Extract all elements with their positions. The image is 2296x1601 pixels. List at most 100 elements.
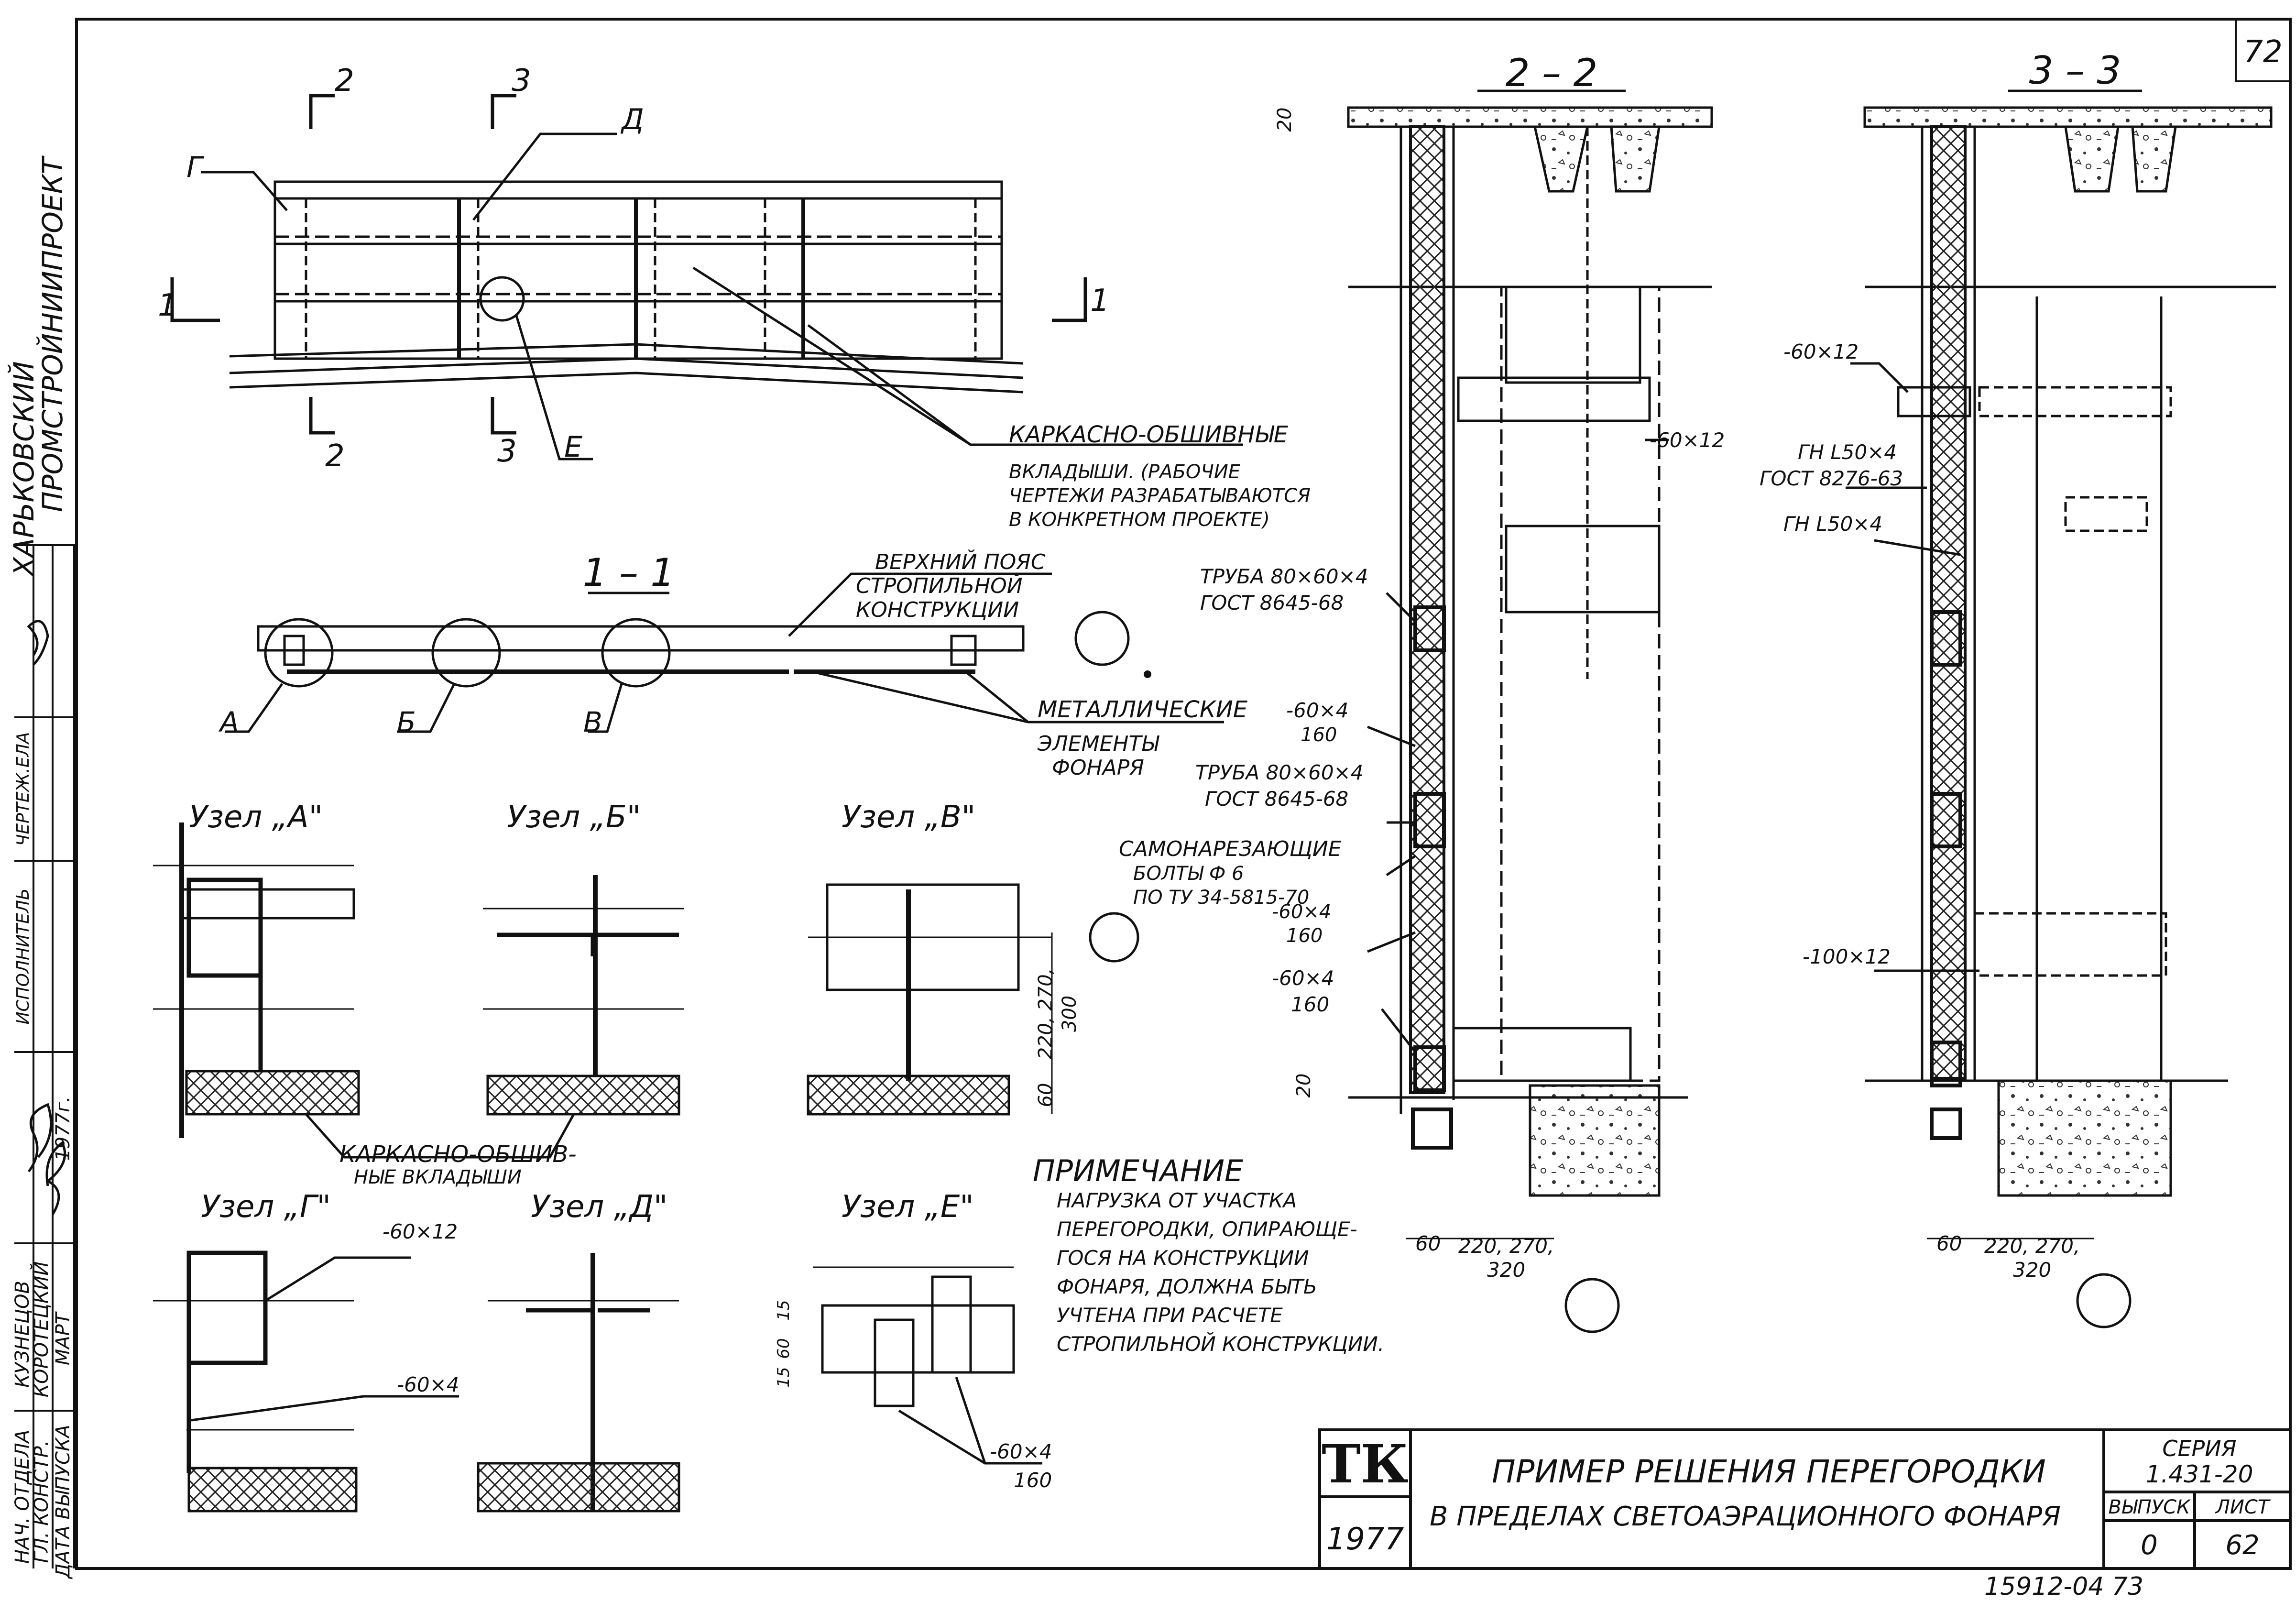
section-1-1-labels: 1 – 1 ВЕРХНИЙ ПОЯС СТРОПИЛЬНОЙ КОНСТРУКЦ… <box>218 549 1248 780</box>
cut-mark-2-bottom: 2 <box>325 439 345 474</box>
tk-mark: ТК <box>1322 1433 1409 1495</box>
role-3: ДАТА ВЫПУСКА <box>52 1425 74 1579</box>
infill-label-1: КАРКАСНО-ОБШИВ- <box>339 1141 577 1168</box>
node-e-plate: -60×4 <box>990 1440 1052 1463</box>
sec22-plate-1b: 160 <box>1301 724 1337 746</box>
node-g-plate-4: -60×4 <box>397 1373 459 1396</box>
issue-label: ВЫПУСК <box>2109 1496 2191 1518</box>
sec33-dim-60: 60 <box>1936 1232 1962 1255</box>
node-v-title: Узел „В" <box>842 800 975 835</box>
sheet-label: ЛИСТ <box>2215 1496 2271 1518</box>
node-e-plate-len: 160 <box>1014 1469 1052 1492</box>
sec22-dim-60: 60 <box>1415 1232 1441 1255</box>
node-g-plate-12: -60×12 <box>383 1220 458 1243</box>
node-e-title: Узел „Е" <box>842 1189 974 1225</box>
metal-note-3: ФОНАРЯ <box>1052 756 1144 780</box>
section-2-2-labels: 2 – 2 20 20 -60×12 ТРУБА 80×60×4 ГОСТ 86… <box>1119 51 1725 1282</box>
cut-mark-2-top: 2 <box>335 63 354 99</box>
note-line-6: СТРОПИЛЬНОЙ КОНСТРУКЦИИ. <box>1057 1332 1384 1356</box>
infill-note-2: ВКЛАДЫШИ. (РАБОЧИЕ <box>1009 461 1241 483</box>
sec22-bolt-3: ПО ТУ 34-5815-70 <box>1133 887 1309 909</box>
sec22-tube-2a: ТРУБА 80×60×4 <box>1195 761 1363 784</box>
note-line-2: ПЕРЕГОРОДКИ, ОПИРАЮЩЕ- <box>1057 1217 1357 1241</box>
top-chord-note-1: ВЕРХНИЙ ПОЯС <box>875 549 1046 574</box>
name-2: КОРОТЕЦКИЙ <box>30 1261 53 1398</box>
sec22-plate-top: -60×12 <box>1650 428 1725 452</box>
section-1-1 <box>225 572 1224 733</box>
sec22-plate-1a: -60×4 <box>1286 699 1349 722</box>
note-line-5: УЧТЕНА ПРИ РАСЧЕТЕ <box>1057 1304 1283 1327</box>
title-block-text: ТК 1977 ПРИМЕР РЕШЕНИЯ ПЕРЕГОРОДКИ В ПРЕ… <box>1322 1433 2271 1561</box>
issue-year: 1977г. <box>52 1096 74 1161</box>
plan-labels: 2 3 2 3 1 1 Г Д Е КАРКАСНО-ОБШИВНЫЕ ВКЛА… <box>158 63 1311 531</box>
cut-mark-3-top: 3 <box>512 63 531 99</box>
sec33-plate-low: -100×12 <box>1803 945 1891 968</box>
note-line-1: НАГРУЗКА ОТ УЧАСТКА <box>1057 1189 1297 1212</box>
node-v-dim-60: 60 <box>1035 1083 1057 1108</box>
margin-stamp <box>14 544 77 1568</box>
plan-view <box>170 94 1243 461</box>
sec22-dim-20-bottom: 20 <box>1293 1074 1315 1098</box>
node-e-dim-15a: 15 <box>774 1300 793 1320</box>
node-g-title: Узел „Г" <box>201 1189 331 1225</box>
drawing-title-1: ПРИМЕР РЕШЕНИЯ ПЕРЕГОРОДКИ <box>1492 1453 2046 1490</box>
metal-note-1: МЕТАЛЛИЧЕСКИЕ <box>1038 696 1248 723</box>
footer-stamp: 15912-04 73 <box>1984 1572 2143 1601</box>
note-line-3: ГОСЯ НА КОНСТРУКЦИИ <box>1057 1246 1309 1270</box>
signatures <box>27 620 66 1216</box>
sec33-angle-1a: ГН L50×4 <box>1798 440 1897 464</box>
section-3-3-title: 3 – 3 <box>2029 48 2121 93</box>
org-name-a: ХАРЬКОВСКИЙ <box>7 361 40 577</box>
sec33-dim-w1: 220, 270, <box>1984 1234 2080 1258</box>
series-label: СЕРИЯ <box>2162 1436 2236 1461</box>
cut-mark-3-bottom: 3 <box>497 434 517 469</box>
role-2: ГЛ. КОНСТР. <box>31 1440 53 1563</box>
node-b-title: Узел „Б" <box>507 800 641 835</box>
series-number: 1.431-20 <box>2146 1460 2253 1488</box>
metal-note-2: ЭЛЕМЕНТЫ <box>1037 732 1159 756</box>
sec22-tube-1b: ГОСТ 8645-68 <box>1200 591 1344 614</box>
org-name-b: ПРОМСТРОЙНИИПРОЕКТ <box>36 155 69 512</box>
sec22-tube-1a: ТРУБА 80×60×4 <box>1200 565 1368 588</box>
sec22-dim-w2: 320 <box>1487 1258 1525 1282</box>
node-a-title: Узел „А" <box>189 800 323 835</box>
section-2-2 <box>1347 89 1713 1333</box>
issue-number: 0 <box>2141 1530 2158 1561</box>
node-ref-v: В <box>583 706 602 738</box>
section-1-1-title: 1 – 1 <box>583 550 675 595</box>
sheet-frame <box>75 18 2292 1570</box>
sheet-corner-number: 72 <box>2243 34 2282 70</box>
title-block <box>1318 1428 2292 1570</box>
title-year: 1977 <box>1326 1522 1404 1557</box>
role-top-1: ИСПОЛНИТЕЛЬ <box>13 888 33 1024</box>
sec33-dim-w2: 320 <box>2013 1258 2051 1282</box>
node-v-dim-1: 220, 270, <box>1035 968 1057 1060</box>
sec22-dim-w1: 220, 270, <box>1458 1234 1554 1258</box>
note-title: ПРИМЕЧАНИЕ <box>1033 1153 1244 1188</box>
infill-note-3: ЧЕРТЕЖИ РАЗРАБАТЫВАЮТСЯ <box>1009 485 1311 507</box>
node-d-title: Узел „Д" <box>531 1189 667 1225</box>
node-ref-g: Г <box>186 151 205 184</box>
sec22-plate-2b: 160 <box>1286 925 1323 947</box>
name-3: МАРТ <box>52 1311 74 1365</box>
node-e-dim-60: 60 <box>774 1338 793 1359</box>
sec33-angle-1b: ГОСТ 8276-63 <box>1760 467 1903 490</box>
general-note: ПРИМЕЧАНИЕ НАГРУЗКА ОТ УЧАСТКА ПЕРЕГОРОД… <box>1033 1153 1384 1356</box>
section-3-3-labels: 3 – 3 -60×12 ГН L50×4 ГОСТ 8276-63 ГН L5… <box>1760 48 2121 1282</box>
sec22-tube-2b: ГОСТ 8645-68 <box>1205 787 1348 811</box>
sec22-dim-20-top: 20 <box>1274 108 1296 132</box>
top-chord-note-3: КОНСТРУКЦИИ <box>856 598 1019 622</box>
role-1: НАЧ. ОТДЕЛА <box>11 1430 33 1564</box>
sec22-bolt-1: САМОНАРЕЗАЮЩИЕ <box>1119 837 1342 861</box>
node-details <box>153 822 1139 1513</box>
section-3-3 <box>1846 89 2276 1328</box>
cut-mark-1-left: 1 <box>158 288 177 323</box>
cut-mark-1-right: 1 <box>1090 283 1110 318</box>
sec22-plate-3b: 160 <box>1291 993 1329 1016</box>
node-ref-b: Б <box>397 706 416 738</box>
node-v-dim-2: 300 <box>1059 996 1081 1032</box>
sheet-number: 62 <box>2225 1530 2259 1561</box>
section-2-2-title: 2 – 2 <box>1506 51 1598 95</box>
node-labels: Узел „А" Узел „Б" Узел „В" Узел „Г" Узел… <box>189 800 1081 1492</box>
note-line-4: ФОНАРЯ, ДОЛЖНА БЫТЬ <box>1057 1275 1317 1298</box>
